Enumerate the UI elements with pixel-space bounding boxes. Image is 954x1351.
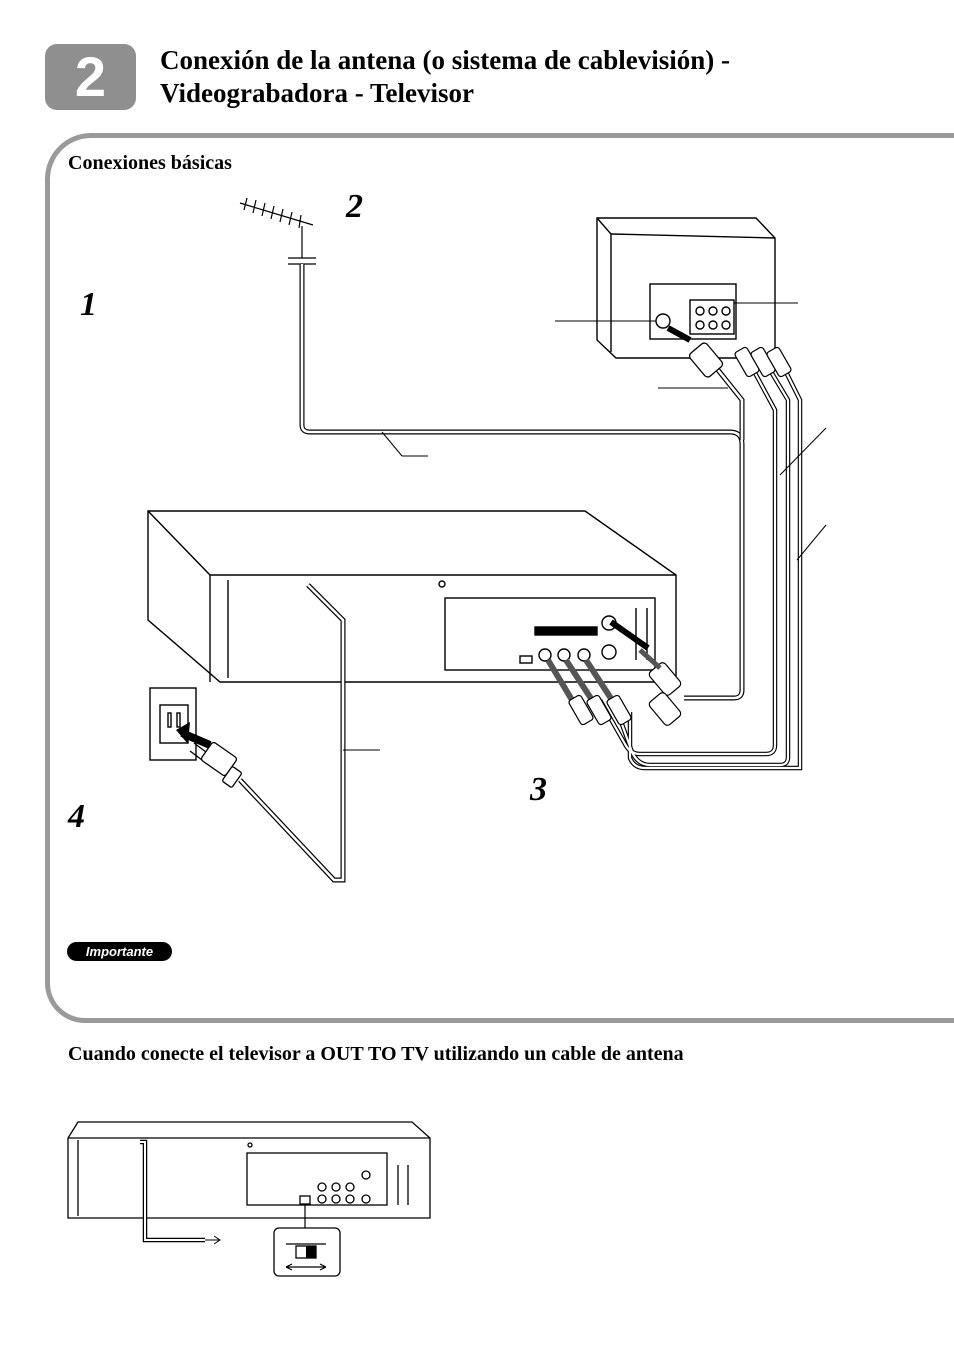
section-heading-out-to-tv: Cuando conecte el televisor a OUT TO TV … bbox=[68, 1043, 684, 1065]
step-number-4: 4 bbox=[68, 798, 85, 835]
basic-connections-panel bbox=[45, 133, 954, 1023]
page-title: Conexión de la antena (o sistema de cabl… bbox=[160, 45, 730, 108]
vcr-icon bbox=[147, 510, 677, 683]
vcr-rear-panel-icon bbox=[67, 1121, 431, 1277]
step-number-3: 3 bbox=[530, 771, 547, 808]
step-number-1: 1 bbox=[80, 286, 97, 323]
power-plug-icon bbox=[189, 741, 242, 788]
section-heading-basic: Conexiones básicas bbox=[68, 152, 232, 174]
step-number-2: 2 bbox=[346, 188, 363, 225]
antenna-icon bbox=[239, 197, 316, 265]
importante-badge: Importante bbox=[67, 942, 172, 961]
step-number-badge: 2 bbox=[45, 44, 136, 110]
